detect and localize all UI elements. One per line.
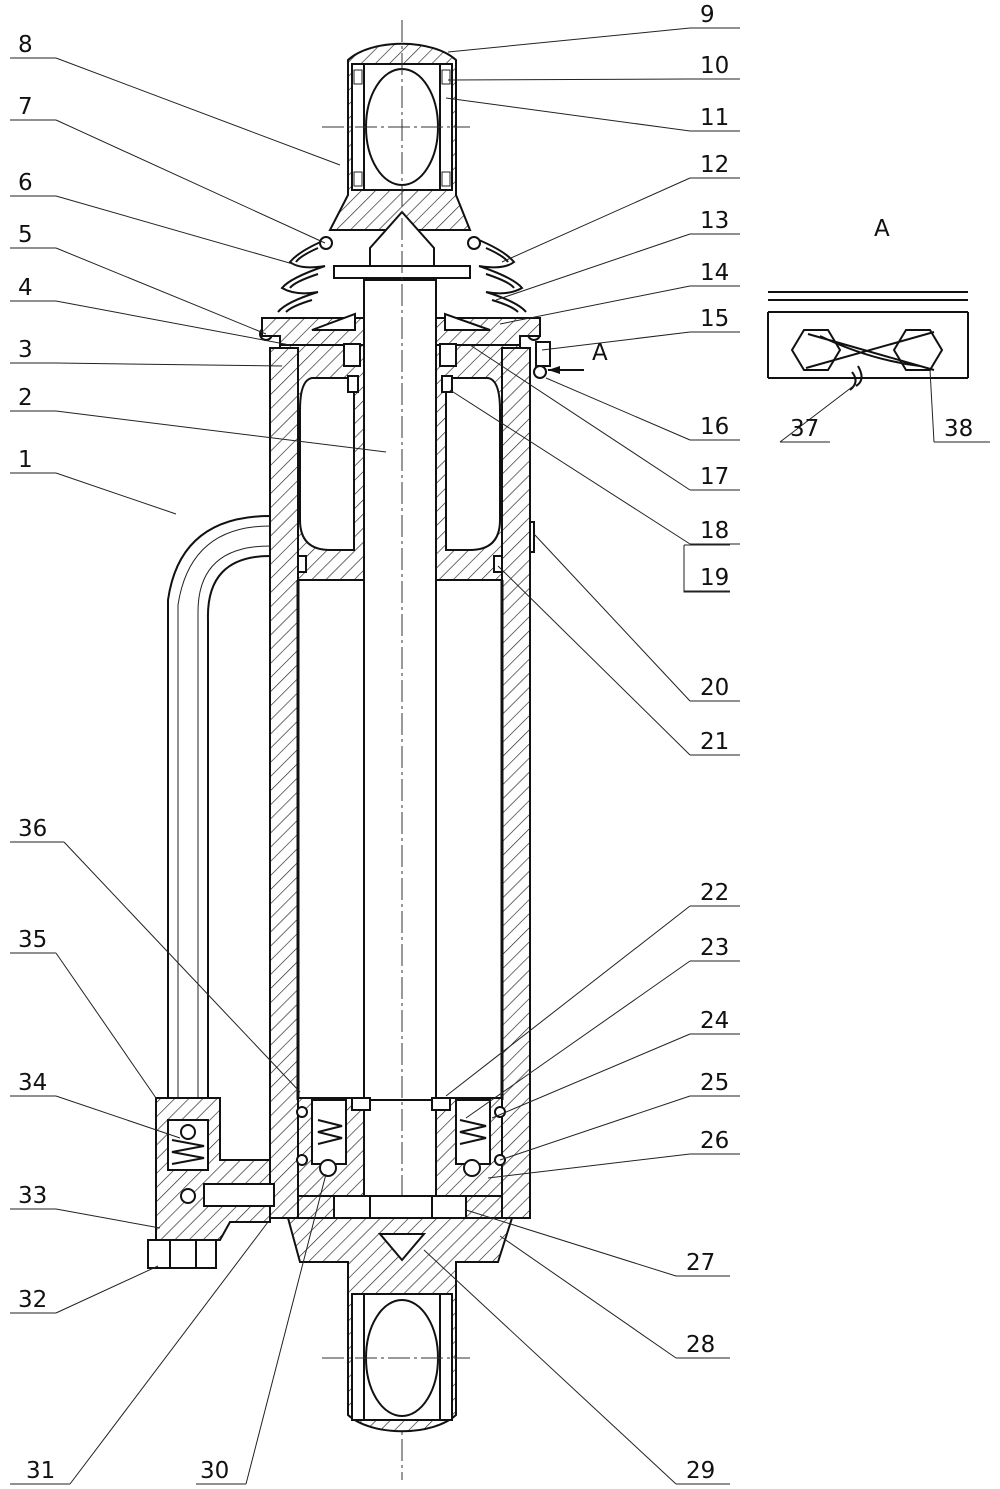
side-tube xyxy=(147,515,275,1269)
leader-line-36 xyxy=(63,841,301,1093)
leader-line-7 xyxy=(55,119,326,244)
leader-line-2 xyxy=(55,410,387,453)
callout-label-38: 38 xyxy=(944,416,973,442)
leader-line-24 xyxy=(491,1033,691,1119)
leader-line-5 xyxy=(55,247,267,335)
callout-19-box xyxy=(683,544,730,593)
leader-line-12 xyxy=(501,177,691,263)
leader-line-15 xyxy=(541,331,691,351)
leader-line-38 xyxy=(929,369,935,443)
callout-label-7: 7 xyxy=(18,94,33,120)
leader-line-8 xyxy=(55,57,341,166)
callout-label-11: 11 xyxy=(700,105,729,131)
view-label: A xyxy=(874,216,890,242)
callout-label-14: 14 xyxy=(700,260,729,286)
leader-line-28 xyxy=(499,1235,677,1359)
callout-label-1: 1 xyxy=(18,447,33,473)
callout-label-18: 18 xyxy=(700,518,729,544)
bottom-valve xyxy=(296,1097,506,1235)
leader-line-6 xyxy=(55,195,301,267)
leader-line-37 xyxy=(779,383,857,443)
callout-label-23: 23 xyxy=(700,935,729,961)
callout-label-13: 13 xyxy=(700,208,729,234)
callout-label-21: 21 xyxy=(700,729,729,755)
callout-label-2: 2 xyxy=(18,385,33,411)
callout-label-12: 12 xyxy=(700,152,729,178)
leader-line-25 xyxy=(499,1095,691,1161)
leader-line-27 xyxy=(465,1209,677,1277)
callout-label-19: 19 xyxy=(700,565,729,591)
callout-label-3: 3 xyxy=(18,337,33,363)
callout-label-4: 4 xyxy=(18,275,33,301)
leader-line-35 xyxy=(55,952,157,1099)
leader-line-21 xyxy=(497,565,691,756)
section-arrow xyxy=(548,366,584,374)
callout-label-6: 6 xyxy=(18,170,33,196)
top-eye xyxy=(322,42,472,279)
callout-label-36: 36 xyxy=(18,816,47,842)
leader-line-34 xyxy=(55,1095,181,1139)
leader-line-4 xyxy=(55,300,291,346)
callout-label-30: 30 xyxy=(200,1458,229,1484)
callout-label-17: 17 xyxy=(700,464,729,490)
leader-line-23 xyxy=(465,960,691,1119)
callout-label-9: 9 xyxy=(700,2,715,28)
callout-labels: 1234567891011121314151617181920212223242… xyxy=(18,2,973,1484)
callout-label-10: 10 xyxy=(700,53,729,79)
view-a-detail xyxy=(767,291,969,391)
callout-label-8: 8 xyxy=(18,32,33,58)
callout-label-31: 31 xyxy=(26,1458,55,1484)
leader-line-17 xyxy=(469,344,691,491)
leader-line-26 xyxy=(487,1153,691,1179)
callout-label-16: 16 xyxy=(700,414,729,440)
leader-line-9 xyxy=(447,27,691,53)
bottom-eye xyxy=(286,1217,514,1433)
leader-line-32 xyxy=(55,1265,159,1314)
section-marker: A xyxy=(592,340,608,366)
callout-label-24: 24 xyxy=(700,1008,729,1034)
leader-line-30 xyxy=(245,1173,327,1485)
callout-label-26: 26 xyxy=(700,1128,729,1154)
leader-line-33 xyxy=(55,1208,161,1229)
leader-line-22 xyxy=(445,905,691,1097)
leader-line-16 xyxy=(545,377,691,441)
leader-line-20 xyxy=(533,533,691,702)
callout-label-27: 27 xyxy=(686,1250,715,1276)
callout-label-35: 35 xyxy=(18,927,47,953)
leader-lines xyxy=(10,27,990,1485)
callout-label-20: 20 xyxy=(700,675,729,701)
callout-label-28: 28 xyxy=(686,1332,715,1358)
leader-line-29 xyxy=(423,1249,677,1485)
callout-label-37: 37 xyxy=(790,416,819,442)
leader-line-1 xyxy=(55,472,177,515)
leader-line-13 xyxy=(495,233,691,301)
leader-line-31 xyxy=(69,1221,269,1485)
callout-label-32: 32 xyxy=(18,1287,47,1313)
leader-line-11 xyxy=(445,97,691,132)
callout-label-25: 25 xyxy=(700,1070,729,1096)
leader-line-3 xyxy=(55,362,283,367)
cylinder-head xyxy=(261,312,551,581)
callout-label-34: 34 xyxy=(18,1070,47,1096)
callout-label-22: 22 xyxy=(700,880,729,906)
callout-label-29: 29 xyxy=(686,1458,715,1484)
callout-label-5: 5 xyxy=(18,222,33,248)
leader-line-14 xyxy=(499,285,691,325)
callout-label-33: 33 xyxy=(18,1183,47,1209)
leader-line-10 xyxy=(447,78,691,81)
callout-label-15: 15 xyxy=(700,306,729,332)
leader-line-18 xyxy=(449,389,691,545)
